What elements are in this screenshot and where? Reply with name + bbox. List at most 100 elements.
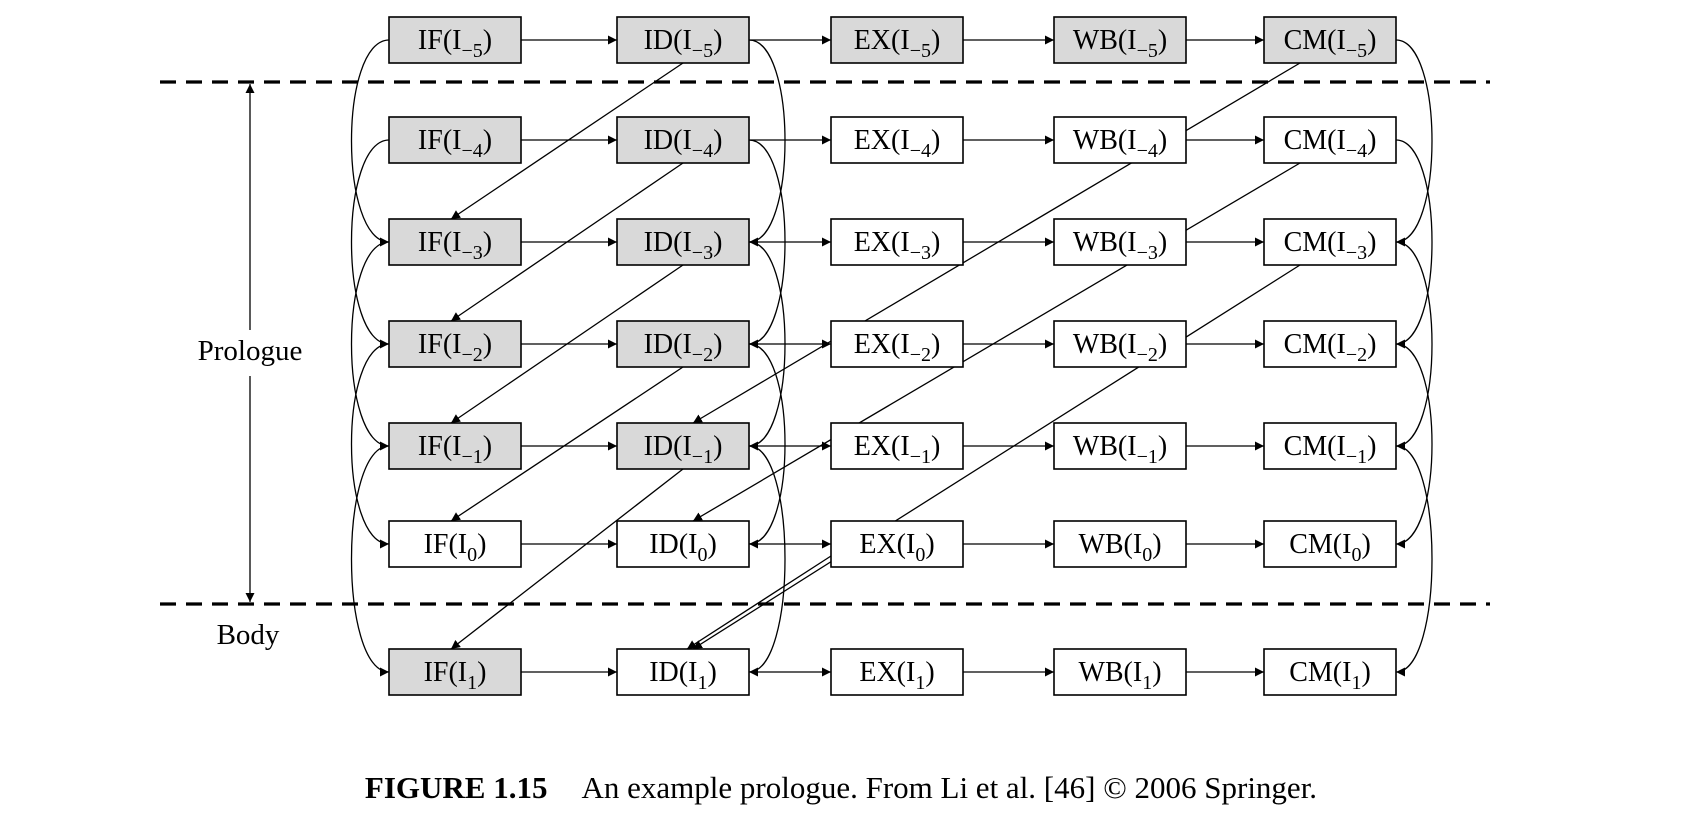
node-label: CM(I−5) (1284, 25, 1377, 62)
node-box (1263, 116, 1397, 164)
node-label: EX(I−2) (854, 329, 941, 366)
node-wb-r1: WB(I−4) (1053, 116, 1187, 164)
node-if-r4: IF(I−1) (388, 422, 522, 470)
node-box (1263, 648, 1397, 696)
node-label: EX(I−1) (854, 431, 941, 468)
node-box (1263, 520, 1397, 568)
node-box (1053, 648, 1187, 696)
id-dep-r2-to-r4 (748, 241, 786, 451)
node-id-r6: ID(I1) (616, 648, 750, 696)
node-box (388, 520, 522, 568)
node-box (388, 16, 522, 64)
id-dep-r4-to-r6 (748, 445, 786, 677)
node-box (616, 116, 750, 164)
id-dep-r3-to-r5 (748, 343, 786, 549)
node-ex-r6: EX(I1) (830, 648, 964, 696)
prologue-label-bg (180, 330, 320, 372)
body-label: Body (217, 619, 280, 651)
pipeline-diagram: IF(I−5) ID(I−5) EX(I−5) WB(I−5) CM(I−5) IF(I−… (160, 16, 1490, 696)
node-ex-r0: EX(I−5) (830, 16, 964, 64)
node-cm-r6: CM(I1) (1263, 648, 1397, 696)
node-label: ID(I1) (649, 657, 717, 694)
cm-dep-r3-to-r5 (1395, 343, 1433, 549)
node-cm-r3: CM(I−2) (1263, 320, 1397, 368)
node-box (830, 218, 964, 266)
node-label: CM(I−1) (1284, 431, 1377, 468)
node-label: CM(I−2) (1284, 329, 1377, 366)
node-cm-r1: CM(I−4) (1263, 116, 1397, 164)
cm-dep-r4-to-r6 (1395, 445, 1433, 677)
node-box (388, 218, 522, 266)
node-box (1263, 320, 1397, 368)
node-label: EX(I−4) (854, 125, 941, 162)
node-cm-r4: CM(I−1) (1263, 422, 1397, 470)
diag-cm-r0-to-id-r4 (692, 62, 1301, 424)
node-label: ID(I−2) (644, 329, 723, 366)
node-label: EX(I1) (859, 657, 934, 694)
node-ex-r5: EX(I0) (830, 520, 964, 568)
node-box (830, 520, 964, 568)
node-label: CM(I−3) (1284, 227, 1377, 264)
node-label: WB(I0) (1078, 529, 1161, 566)
node-label: CM(I0) (1289, 529, 1371, 566)
node-box (388, 116, 522, 164)
node-label: IF(I−2) (418, 329, 492, 366)
id-dep-r0-to-r2 (748, 39, 786, 247)
node-box (1053, 16, 1187, 64)
node-box (830, 422, 964, 470)
cm-dep-r0-to-r2 (1395, 39, 1433, 247)
node-box (1263, 218, 1397, 266)
node-box (616, 520, 750, 568)
caption-text: An example prologue. From Li et al. [46]… (581, 770, 1318, 805)
node-if-r2: IF(I−3) (388, 218, 522, 266)
node-wb-r2: WB(I−3) (1053, 218, 1187, 266)
diag-id-r2-to-if-r4 (450, 264, 684, 424)
node-wb-r4: WB(I−1) (1053, 422, 1187, 470)
node-ex-r1: EX(I−4) (830, 116, 964, 164)
node-label: ID(I−5) (644, 25, 723, 62)
node-box (1053, 218, 1187, 266)
node-box (388, 320, 522, 368)
node-label: ID(I−3) (644, 227, 723, 264)
node-if-r1: IF(I−4) (388, 116, 522, 164)
diag-id-r4-to-if-r6 (450, 468, 684, 650)
node-label: WB(I−3) (1073, 227, 1167, 264)
node-box (1053, 422, 1187, 470)
node-label: WB(I−1) (1073, 431, 1167, 468)
node-box (830, 16, 964, 64)
node-if-r0: IF(I−5) (388, 16, 522, 64)
node-box (830, 320, 964, 368)
node-wb-r0: WB(I−5) (1053, 16, 1187, 64)
diag-id-r3-to-if-r5 (450, 366, 684, 522)
node-label: IF(I−5) (418, 25, 492, 62)
node-id-r1: ID(I−4) (616, 116, 750, 164)
node-label: IF(I−1) (418, 431, 492, 468)
if-dep-r1-to-r3 (350, 139, 390, 349)
node-label: IF(I0) (424, 529, 487, 566)
if-dep-r2-to-r4 (350, 241, 390, 451)
node-id-r4: ID(I−1) (616, 422, 750, 470)
node-wb-r3: WB(I−2) (1053, 320, 1187, 368)
node-id-r5: ID(I0) (616, 520, 750, 568)
node-label: ID(I−1) (644, 431, 723, 468)
node-label: IF(I−3) (418, 227, 492, 264)
diag-cm-r2-to-id-r6 (692, 264, 1301, 650)
node-label: ID(I0) (649, 529, 717, 566)
node-box (1053, 520, 1187, 568)
cm-dep-r1-to-r3 (1395, 139, 1433, 349)
node-box (616, 648, 750, 696)
node-cm-r5: CM(I0) (1263, 520, 1397, 568)
node-label: EX(I−3) (854, 227, 941, 264)
prologue-label: Prologue (198, 335, 303, 367)
if-dep-r0-to-r2 (350, 39, 390, 247)
node-id-r2: ID(I−3) (616, 218, 750, 266)
node-label: EX(I−5) (854, 25, 941, 62)
node-label: CM(I1) (1289, 657, 1371, 694)
node-label: WB(I−5) (1073, 25, 1167, 62)
id-dep-r1-to-r3 (748, 139, 786, 349)
node-label: WB(I−2) (1073, 329, 1167, 366)
node-cm-r2: CM(I−3) (1263, 218, 1397, 266)
node-if-r5: IF(I0) (388, 520, 522, 568)
node-box (388, 648, 522, 696)
